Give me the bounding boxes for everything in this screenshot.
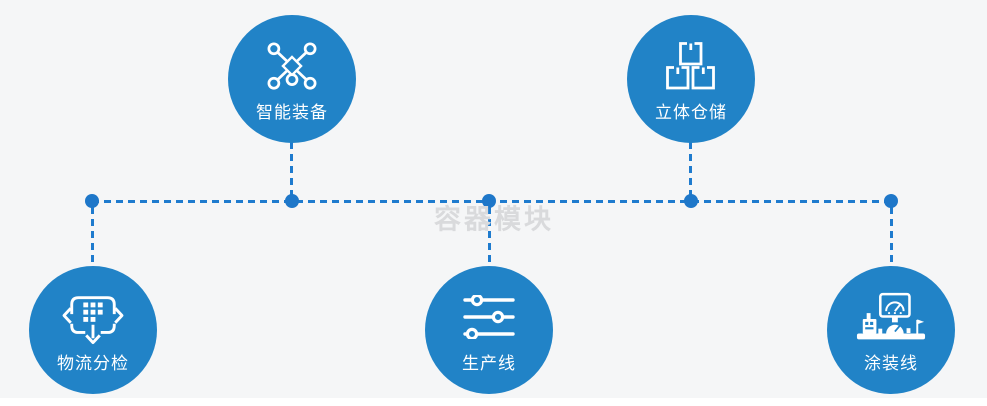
junction-dot [684,194,698,208]
connector-vertical-stereo-warehouse [689,142,692,200]
node-label: 智能装备 [256,103,328,122]
node-label: 生产线 [462,354,516,373]
sort-distribute-icon [62,288,124,346]
node-smart-equipment: 智能装备 [228,15,356,143]
node-label: 物流分检 [57,354,129,373]
node-label: 立体仓储 [655,103,727,122]
node-coating-line: 涂装线 [827,266,955,394]
node-production-line: 生产线 [425,266,553,394]
node-logistics-sorting: 物流分检 [29,266,157,394]
junction-dot [85,194,99,208]
node-stereo-warehouse: 立体仓储 [627,15,755,143]
sliders-icon [463,288,515,346]
control-station-icon [855,288,927,346]
stacked-boxes-icon [666,37,716,95]
bottom-white-strip [0,398,987,406]
connector-vertical-coating-line [890,207,893,266]
connector-vertical-smart-equipment [290,142,293,200]
junction-dot [285,194,299,208]
connector-vertical-production-line [488,207,491,266]
node-label: 涂装线 [864,354,918,373]
network-nodes-icon [263,37,321,95]
watermark-text: 容器模块 [434,204,554,235]
junction-dot [482,194,496,208]
junction-dot [884,194,898,208]
connector-vertical-logistics-sorting [91,207,94,266]
